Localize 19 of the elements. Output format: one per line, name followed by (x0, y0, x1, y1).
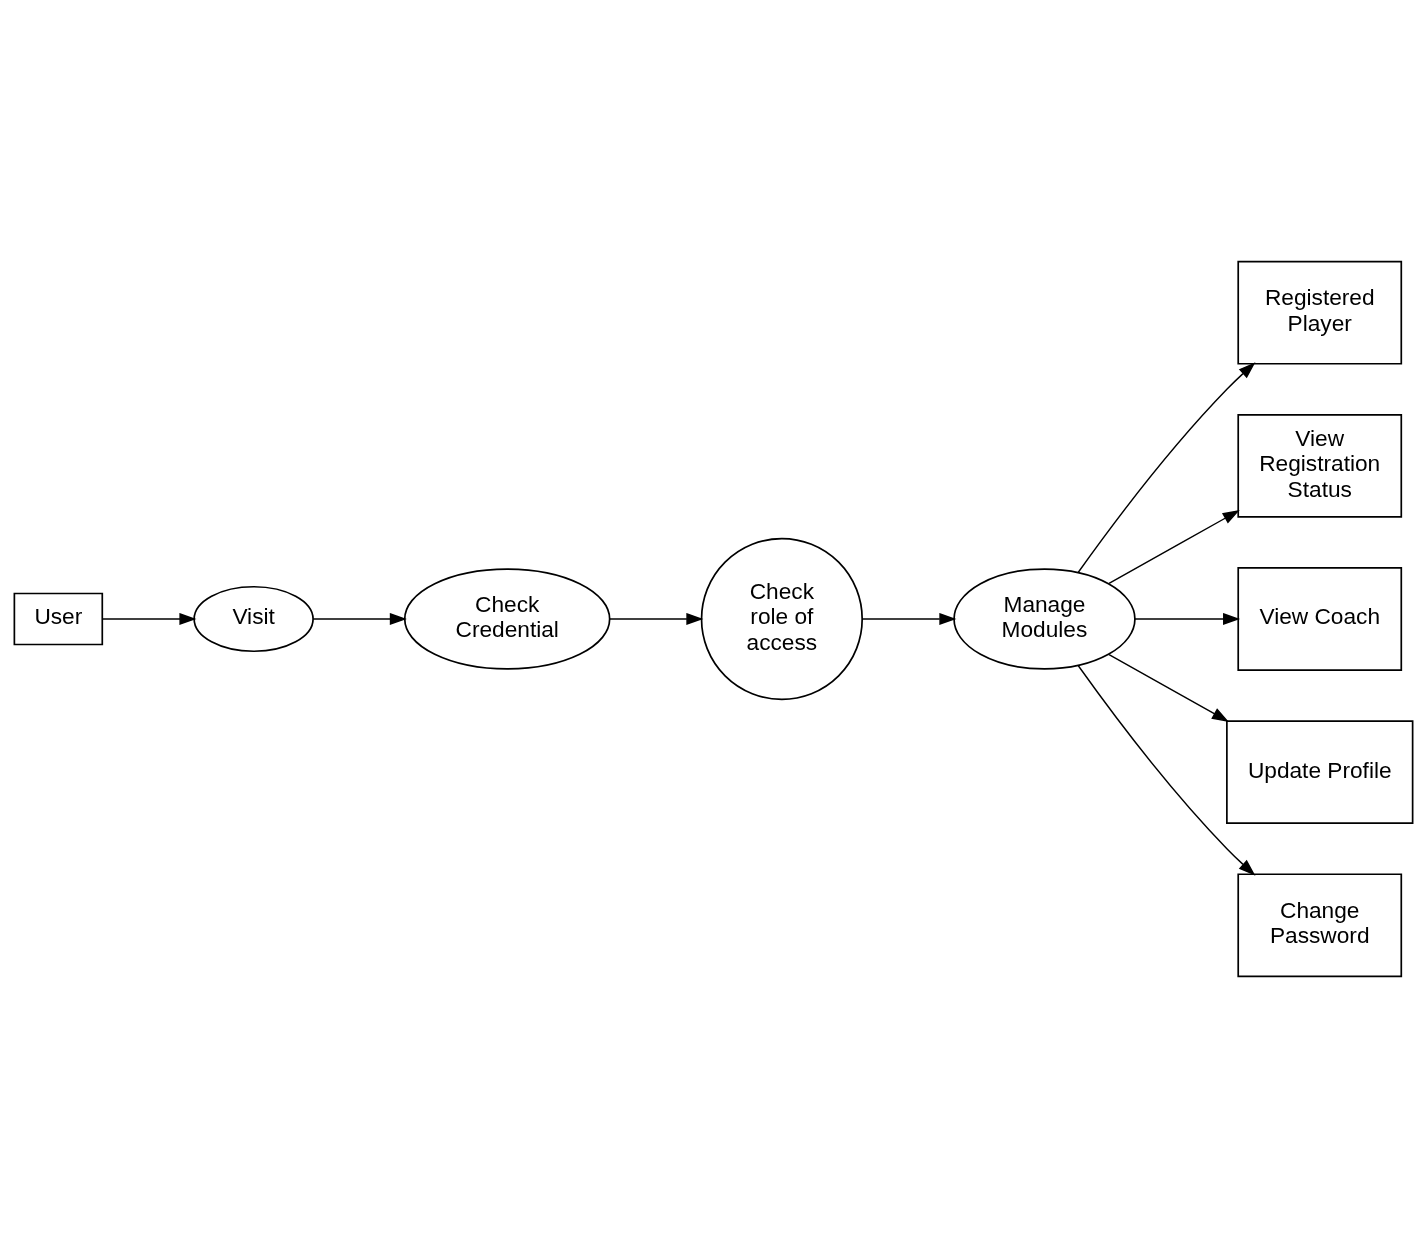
arrow (1108, 509, 1240, 584)
arrow (312, 612, 407, 625)
node-box: Update Profile (1226, 719, 1414, 824)
node-box: View Registration Status (1237, 413, 1403, 518)
node-ellipse: Visit (193, 585, 314, 652)
node-box: View Coach (1237, 566, 1403, 671)
arrow (1077, 664, 1256, 876)
arrow (101, 612, 197, 625)
arrow (609, 612, 704, 625)
node-circle: Check role of access (700, 537, 863, 700)
arrow (1077, 361, 1256, 573)
node-box: User (13, 592, 104, 645)
node-ellipse: Manage Modules (953, 567, 1136, 670)
arrow (1108, 653, 1229, 722)
node-box: Change Password (1237, 872, 1403, 977)
arrow (1134, 612, 1241, 625)
node-ellipse: Check Credential (403, 567, 611, 670)
arrow (861, 612, 957, 625)
node-box: Registered Player (1237, 260, 1403, 365)
